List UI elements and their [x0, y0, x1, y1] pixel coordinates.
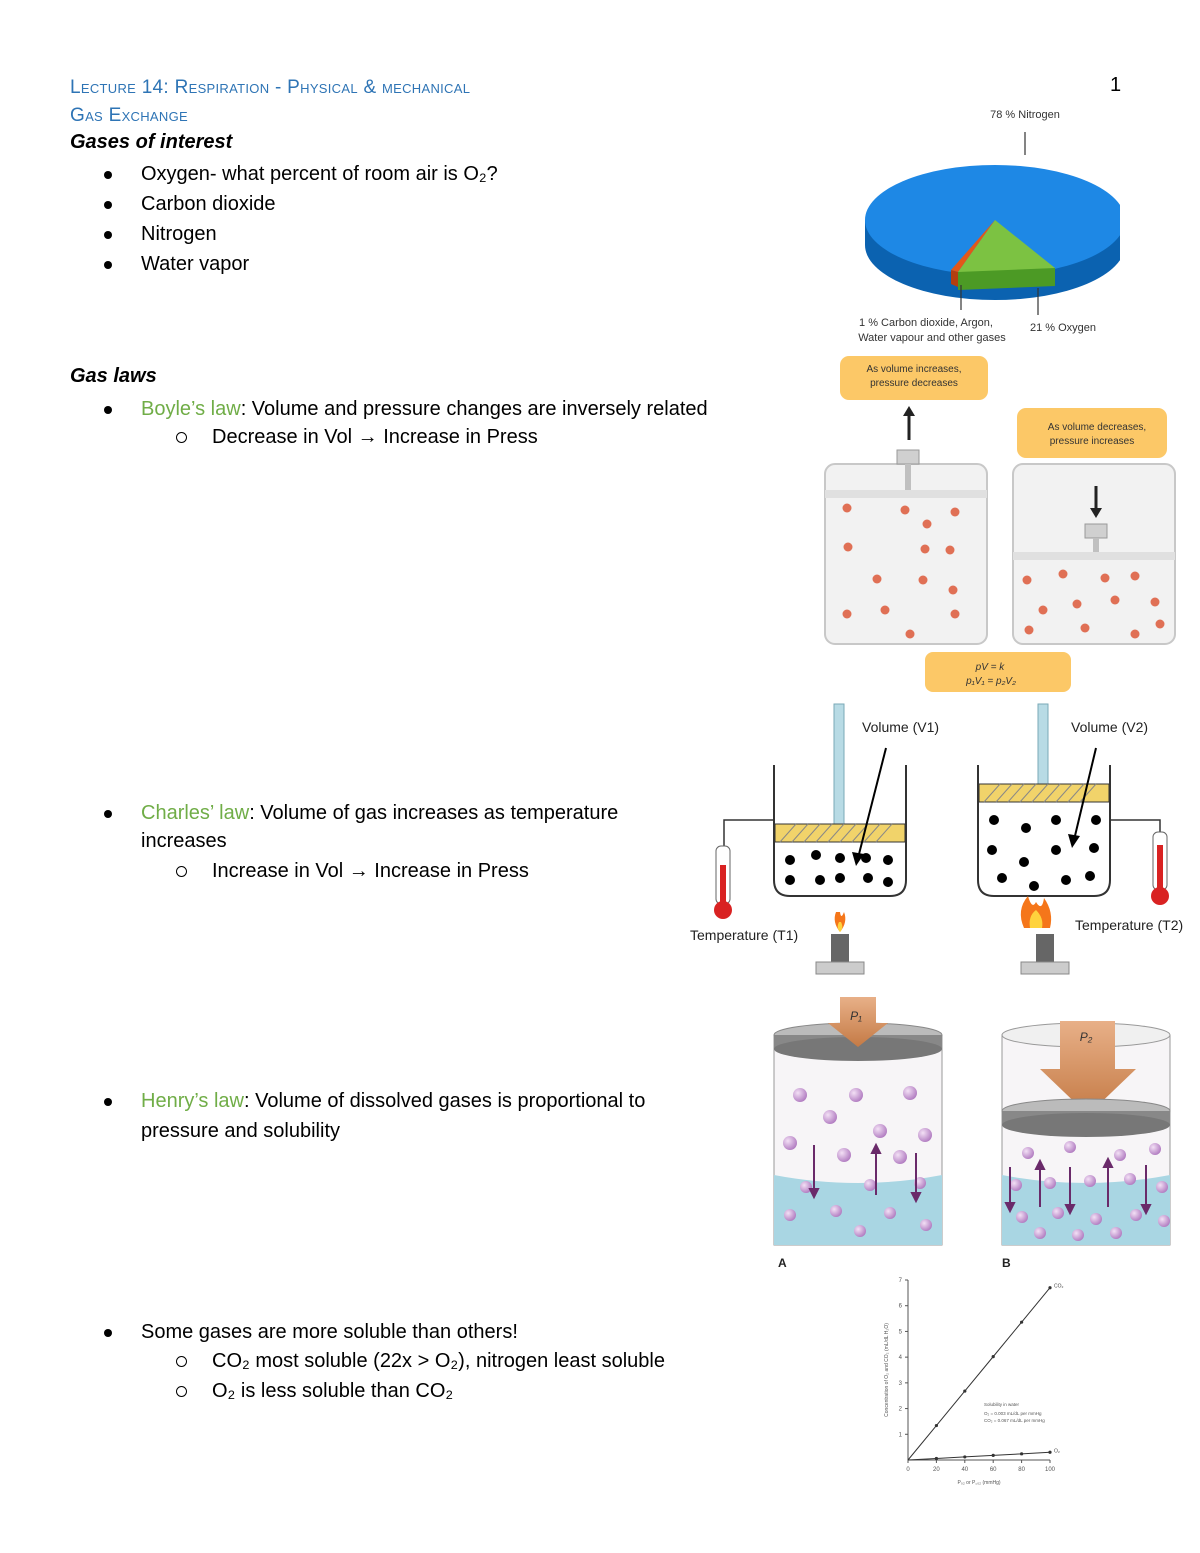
y-tick-label: 3	[899, 1381, 903, 1387]
data-point	[934, 1423, 938, 1428]
x-tick-label: 60	[990, 1467, 997, 1473]
henry-law-desc-cont: pressure and solubility	[141, 1120, 340, 1142]
data-point	[991, 1355, 995, 1359]
legend-title: Solubility in water	[984, 1402, 1020, 1407]
legend-co2: CO₂ = 0.067 mL/dL per mmHg	[984, 1418, 1045, 1423]
data-point	[963, 1455, 967, 1459]
lecture-title: Lecture 14: Respiration - Physical & mec…	[70, 74, 470, 130]
y-tick-label: 6	[899, 1304, 903, 1310]
volume-v2-label: Volume (V2)	[1071, 719, 1148, 735]
oxygen-label: 21 % Oxygen	[1030, 322, 1096, 334]
data-point	[991, 1453, 995, 1457]
series-label: O₂	[1054, 1448, 1060, 1454]
svg-text:pV = k: pV = k	[975, 662, 1006, 673]
figure-label-b: B	[1002, 1256, 1011, 1270]
x-tick-label: 40	[961, 1467, 968, 1473]
data-point	[1020, 1452, 1024, 1456]
charles-law-figure: Volume (V1) Temperature (T1) Volume (V2)…	[690, 703, 1183, 975]
x-axis-label: P₀₂ or P꜀₀₂ (mmHg)	[957, 1480, 1000, 1486]
y-tick-label: 4	[899, 1355, 903, 1361]
other-gases-label-1: 1 % Carbon dioxide, Argon,	[859, 317, 993, 329]
x-tick-label: 0	[906, 1467, 910, 1473]
lecture-title-line2: Gas Exchange	[70, 105, 188, 126]
nitrogen-label: 78 % Nitrogen	[990, 109, 1060, 121]
temperature-t2-label: Temperature (T2)	[1075, 917, 1183, 933]
henry-law-figure: P₁ A P₂ B	[773, 997, 1171, 1270]
data-point	[1048, 1286, 1052, 1290]
y-tick-label: 5	[899, 1329, 903, 1335]
data-point	[1020, 1320, 1024, 1324]
boyle-law-name: Boyle’s law	[141, 398, 241, 420]
page-number: 1	[1110, 74, 1122, 96]
boyle-law-figure: As volume increases, pressure decreases …	[824, 356, 1176, 692]
svg-text:pressure decreases: pressure decreases	[870, 378, 958, 389]
legend-o2: O₂ = 0.003 mL/dL per mmHg	[984, 1411, 1042, 1416]
x-tick-label: 80	[1018, 1467, 1025, 1473]
svg-text:As volume increases,: As volume increases,	[866, 364, 961, 375]
data-point	[1048, 1450, 1052, 1454]
series-label: CO₂	[1054, 1284, 1064, 1290]
other-gases-label-2: Water vapour and other gases	[858, 332, 1006, 344]
air-composition-pie: 78 % Nitrogen 1 % Carbon dioxide, Argon,…	[858, 109, 1120, 344]
y-axis-label: Concentration of O₂ and CO₂ (mL/dL H₂O)	[884, 1323, 890, 1417]
svg-text:As volume decreases,: As volume decreases,	[1048, 422, 1146, 433]
lecture-title-line1: Lecture 14: Respiration - Physical & mec…	[70, 77, 471, 98]
figure-label-a: A	[778, 1256, 787, 1270]
series-line-co2	[907, 1287, 1051, 1461]
volume-v1-label: Volume (V1)	[862, 719, 939, 735]
y-tick-label: 2	[899, 1407, 903, 1413]
data-point	[963, 1389, 967, 1393]
charles-law-name: Charles’ law	[141, 802, 250, 824]
charles-law-desc-cont: increases	[141, 830, 227, 852]
svg-text:p₁V₁ = p₂V₂: p₁V₁ = p₂V₂	[965, 676, 1016, 687]
y-tick-label: 7	[899, 1278, 903, 1284]
pressure-p2-label: P₂	[1080, 1030, 1093, 1044]
temperature-t1-label: Temperature (T1)	[690, 927, 798, 943]
y-tick-label: 1	[899, 1432, 903, 1438]
data-point	[934, 1456, 938, 1461]
series-line-o2	[907, 1451, 1051, 1461]
x-tick-label: 100	[1045, 1467, 1056, 1473]
pressure-p1-label: P₁	[850, 1009, 862, 1023]
gases-heading: Gases of interest	[70, 131, 233, 153]
gas-laws-heading: Gas laws	[70, 365, 157, 387]
henry-law-name: Henry’s law	[141, 1090, 244, 1112]
x-tick-label: 20	[933, 1467, 940, 1473]
svg-text:pressure increases: pressure increases	[1050, 436, 1134, 447]
